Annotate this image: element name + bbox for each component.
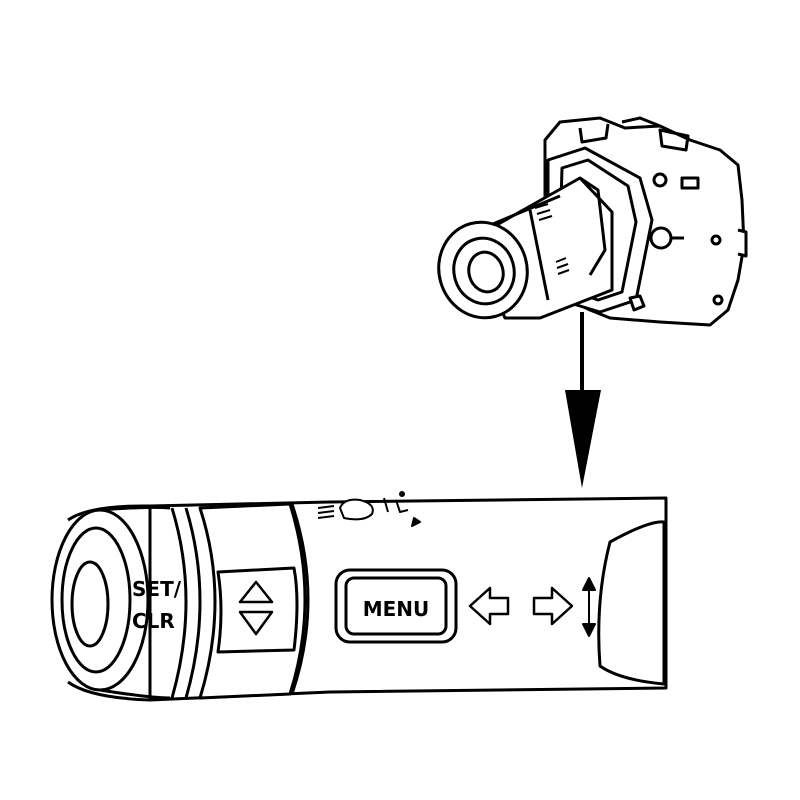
right-arrow-icon (532, 586, 574, 626)
vertical-double-arrow-icon (582, 577, 596, 637)
set-label: SET/ (132, 577, 182, 601)
stalk-closeup (50, 491, 668, 702)
menu-button[interactable] (336, 570, 456, 642)
washer-icon (383, 491, 421, 527)
menu-button-label: MENU (363, 597, 430, 621)
headlamp-icon (317, 498, 374, 521)
left-arrow-icon (468, 586, 510, 626)
down-arrow (565, 312, 601, 488)
up-down-triangle-icon (238, 580, 274, 636)
switch-assembly (437, 116, 748, 327)
clr-label: CLR (132, 609, 175, 633)
